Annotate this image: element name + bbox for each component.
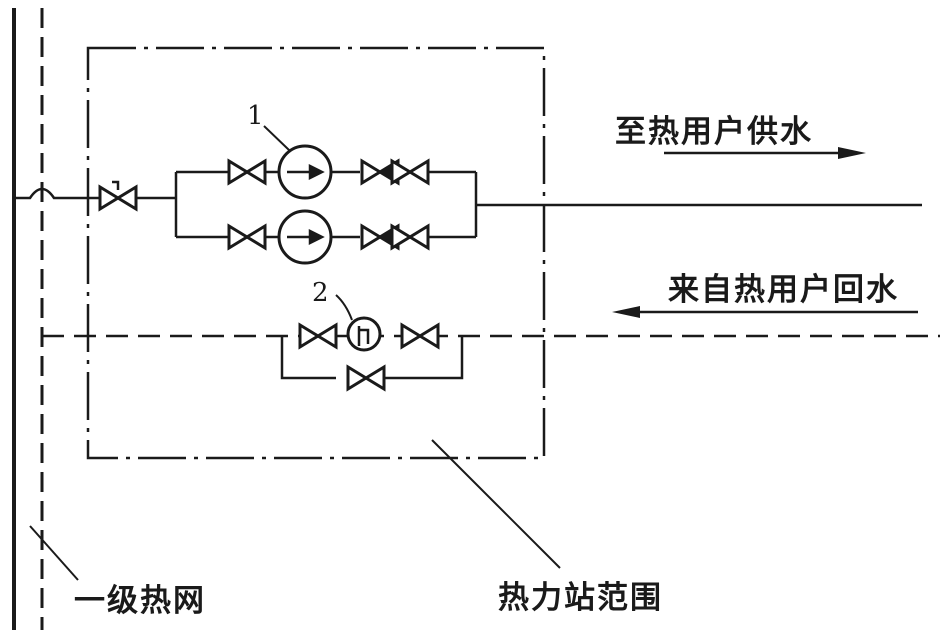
meter-callout-number: 2 (312, 278, 329, 308)
meter-inlet-valve (298, 323, 338, 349)
pump-2 (277, 209, 333, 265)
pump-arrow-icon (287, 163, 325, 181)
meter-bypass (280, 336, 464, 380)
meter-icon (357, 326, 370, 346)
supply-arrow-icon (664, 147, 866, 159)
meter-callout-leader (335, 294, 353, 321)
pump1-inlet-valve (227, 159, 267, 185)
pump1-outlet-valve (390, 159, 430, 185)
pump2-inlet-valve (227, 224, 267, 250)
pump2-outlet-valve (390, 224, 430, 250)
supply-label: 至热用户供水 (615, 114, 813, 150)
station-label: 热力站范围 (498, 580, 663, 616)
bypass-valve (346, 365, 386, 391)
inlet-valve (98, 180, 138, 211)
primary-network-leader (29, 525, 79, 581)
flow-meter (346, 316, 382, 352)
meter-outlet-valve (400, 323, 440, 349)
pump-1 (277, 144, 333, 200)
pump-callout-leader (263, 125, 290, 151)
station-boundary (86, 46, 546, 460)
supply-piping (14, 170, 922, 239)
station-callout-leader (431, 439, 561, 569)
return-piping (42, 334, 940, 380)
primary-network-label: 一级热网 (74, 583, 206, 619)
primary-network-lines (12, 8, 44, 630)
return-arrow-icon (612, 306, 918, 318)
pump-arrow-icon (287, 228, 325, 246)
supply-connection (14, 187, 100, 200)
pump-loop (174, 170, 232, 239)
pump-callout-number: 1 (247, 101, 264, 131)
return-label: 来自热用户回水 (668, 272, 899, 308)
